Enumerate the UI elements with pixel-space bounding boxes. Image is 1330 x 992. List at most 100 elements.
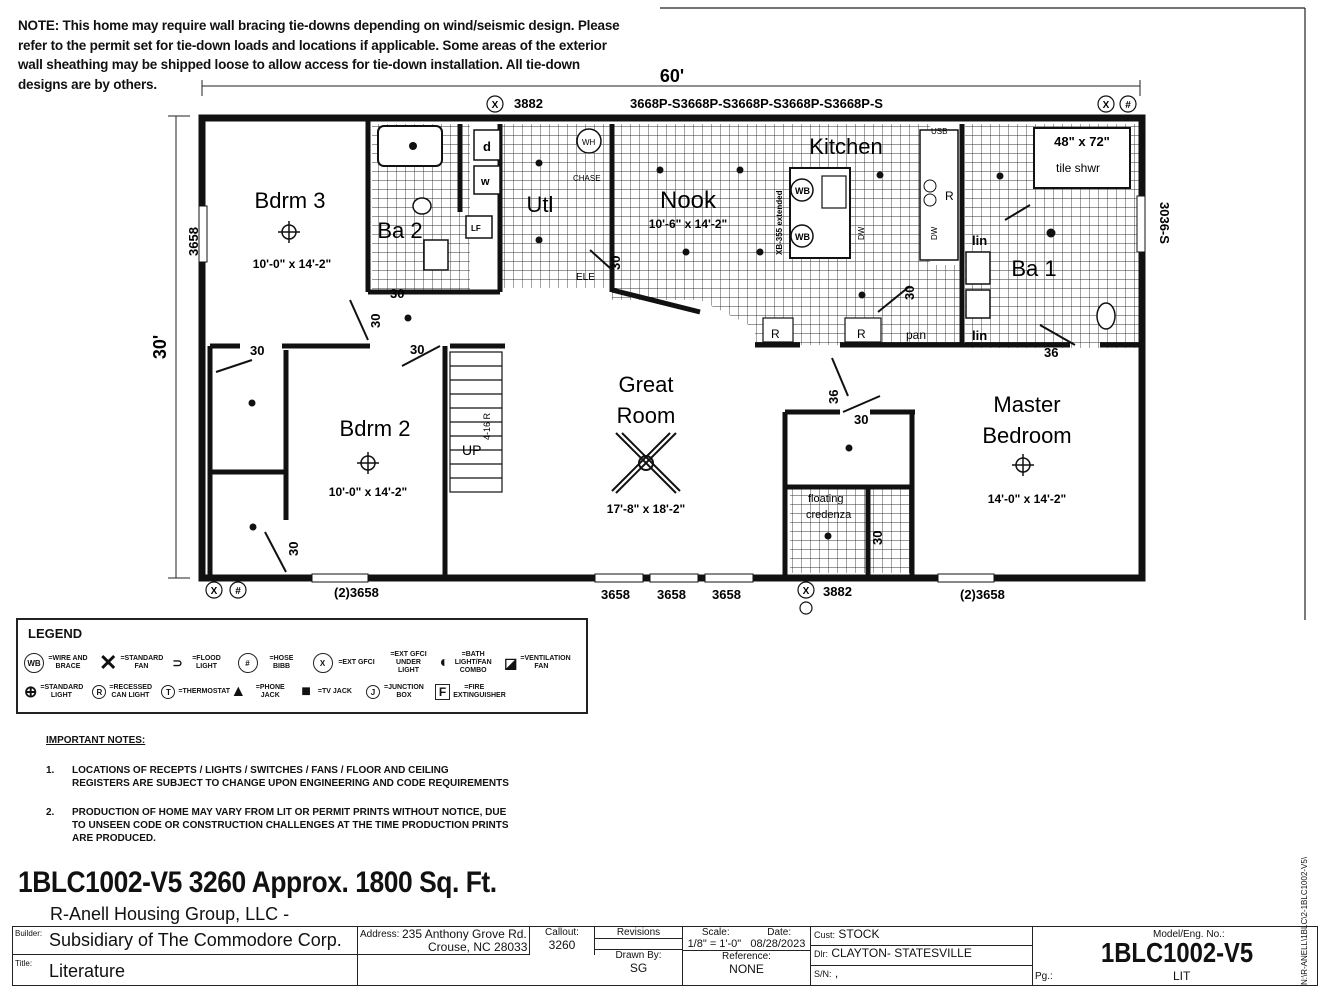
legend-row-1: WB=WIRE AND BRACE ✕=STANDARD FAN ⊃=FLOOD…	[24, 650, 571, 676]
note-line-2: refer to the permit set for tie-down loa…	[18, 37, 607, 53]
great-room-size: 17'-8" x 18'-2"	[607, 502, 685, 516]
svg-text:X: X	[803, 586, 810, 597]
tv-jack-icon: ■	[301, 683, 311, 700]
svg-text:30: 30	[250, 343, 264, 358]
legend-row-2: ⊕=STANDARD LIGHT R=RECESSED CAN LIGHT T=…	[24, 683, 506, 701]
stairs	[449, 351, 503, 493]
svg-text:30: 30	[368, 314, 383, 328]
fridge-1: R	[771, 327, 780, 341]
depth-dimension: 30'	[150, 335, 170, 359]
builder-line-1: R-Anell Housing Group, LLC -	[50, 904, 290, 924]
svg-text:30: 30	[390, 286, 404, 301]
svg-text:36: 36	[826, 390, 841, 404]
title-block: Builder: Subsidiary of The Commodore Cor…	[12, 926, 1318, 986]
bdrm3-name: Bdrm 3	[255, 188, 326, 213]
fridge-2: R	[857, 327, 866, 341]
top-windows-center: 3668P-S3668P-S3668P-S3668P-S3668P-S	[630, 96, 883, 111]
bottom-door: 3882	[823, 584, 852, 599]
bath-fan-icon: ◐	[439, 654, 450, 671]
svg-text:30: 30	[902, 286, 917, 300]
dishwasher: DW	[857, 226, 866, 240]
legend-title: LEGEND	[28, 626, 83, 641]
floating-label: floating	[808, 493, 843, 505]
svg-text:WB: WB	[795, 232, 810, 242]
utl-name: Utl	[527, 192, 554, 217]
shower	[1033, 127, 1131, 189]
ceiling-fan-icon	[611, 432, 681, 494]
bdrm2-size: 10'-0" x 14'-2"	[329, 485, 407, 499]
hose-bibb-icon: #	[237, 653, 258, 673]
master-name-2: Bedroom	[982, 423, 1071, 448]
svg-text:X: X	[1103, 100, 1110, 111]
ba2-name: Ba 2	[377, 218, 422, 243]
dryer: d	[483, 139, 491, 154]
bdrm3-size: 10'-0" x 14'-2"	[253, 257, 331, 271]
chase-label: CHASE	[573, 174, 601, 183]
shower-note: tile shwr	[1056, 161, 1100, 175]
washer: w	[480, 176, 490, 188]
legend: LEGEND WB=WIRE AND BRACE ✕=STANDARD FAN …	[16, 618, 588, 714]
bottom-window-right: (2)3658	[960, 587, 1005, 602]
kitchen-tile	[612, 124, 960, 345]
bottom-window-1: 3658	[601, 587, 630, 602]
master-size: 14'-0" x 14'-2"	[988, 492, 1066, 506]
svg-text:#: #	[235, 586, 241, 597]
island-note: XB-355 extended	[775, 190, 784, 255]
water-heater: WH	[582, 138, 596, 147]
vent-fan-icon: ◪	[504, 654, 518, 671]
svg-text:30: 30	[608, 256, 623, 270]
exterior-symbols	[205, 95, 1137, 615]
credenza-label: credenza	[806, 509, 852, 521]
note-line-4: designs are by others.	[18, 76, 157, 92]
svg-text:30: 30	[286, 542, 301, 556]
light-icons	[278, 221, 1034, 476]
range-label: R	[945, 189, 954, 203]
ba1-name: Ba 1	[1011, 256, 1056, 281]
nook-name: Nook	[660, 187, 717, 214]
svg-text:30: 30	[870, 531, 885, 545]
right-window-label: 3036-S	[1157, 202, 1172, 244]
top-window-left: 3882	[514, 96, 543, 111]
svg-text:X: X	[211, 586, 218, 597]
note-line-3: wall sheathing may be shipped loose to a…	[18, 57, 580, 72]
thermostat-icon: T	[161, 685, 176, 699]
stairs-note: 4-16 R	[482, 412, 492, 440]
tie-down-note: NOTE: This home may require wall bracing…	[18, 16, 658, 94]
pantry-label: pan	[906, 328, 926, 342]
svg-text:36: 36	[1044, 345, 1058, 360]
recessed-light-icon: R	[92, 685, 107, 699]
plan-title: 1BLC1002-V5 3260 Approx. 1800 Sq. Ft.	[18, 866, 497, 899]
junction-box-icon: J	[365, 685, 380, 699]
nook-size: 10'-6" x 14'-2"	[649, 217, 727, 231]
svg-text:#: #	[1125, 100, 1131, 111]
ext-gfci-icon: X	[312, 653, 333, 673]
kitchen-dw: DW	[930, 226, 939, 240]
wire-brace-icon: WB	[24, 653, 44, 673]
kitchen-name: Kitchen	[809, 134, 882, 159]
phone-jack-icon: ▲	[230, 683, 247, 700]
note-line-1: NOTE: This home may require wall bracing…	[18, 18, 620, 33]
ele-label: ELE	[576, 272, 595, 283]
width-dimension: 60'	[660, 66, 684, 86]
bdrm2-name: Bdrm 2	[340, 416, 411, 441]
bottom-window-3: 3658	[712, 587, 741, 602]
stairs-up-label: UP	[462, 442, 481, 458]
credenza-tile	[790, 488, 868, 573]
svg-text:X: X	[492, 100, 499, 111]
master-name-1: Master	[993, 392, 1060, 417]
door-swings	[215, 204, 1076, 573]
left-window-label: 3658	[186, 227, 201, 256]
model-number: 1BLC1002-V5	[1101, 937, 1254, 968]
bottom-window-left: (2)3658	[334, 585, 379, 600]
linen-2: lin	[972, 328, 987, 343]
svg-text:30: 30	[854, 412, 868, 427]
file-path-text: N:\R-ANELL\1BLC\2-1BLC1002-V5\	[1300, 856, 1309, 985]
linen-1: lin	[972, 233, 987, 248]
laundry-fixture: LF	[471, 224, 481, 233]
standard-light-icon: ⊕	[24, 684, 38, 701]
flood-light-icon: ⊃	[172, 656, 183, 670]
floor-plan: 60' 30'	[150, 7, 1306, 620]
usb-label: USB	[931, 127, 947, 136]
important-notes: 1. LOCATIONS OF RECEPTS / LIGHTS / SWITC…	[46, 765, 509, 844]
great-room-name-2: Room	[617, 403, 676, 428]
